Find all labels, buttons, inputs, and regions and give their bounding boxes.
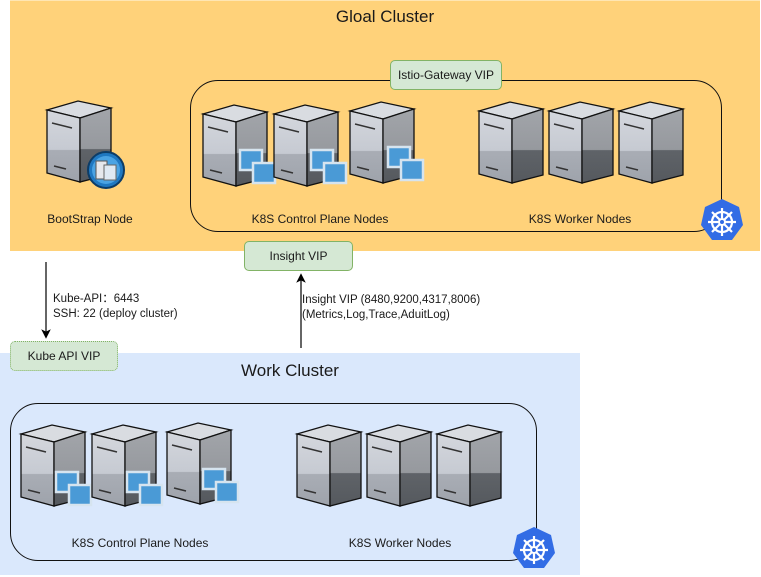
vm-icon <box>125 470 165 510</box>
global-worker-node-1[interactable] <box>476 97 546 187</box>
istio-gateway-vip[interactable]: Istio-Gateway VIP <box>390 60 502 90</box>
bootstrap-node-label: BootStrap Node <box>47 212 133 226</box>
work-k8s-group <box>10 403 537 561</box>
work-worker-node-2[interactable] <box>364 420 434 510</box>
insight-ports-text: Insight VIP (8480,9200,4317,8006) <box>302 294 481 306</box>
work-control-plane-label: K8S Control Plane Nodes <box>71 536 209 550</box>
ssh-port-text: SSH: 22 (deploy cluster) <box>53 308 178 320</box>
global-worker-label: K8S Worker Nodes <box>528 212 632 226</box>
work-worker-node-3[interactable] <box>434 420 504 510</box>
kube-api-port-text: Kube-API：6443 <box>53 293 140 305</box>
vm-icon <box>54 470 94 510</box>
insight-edge-label: Insight VIP (8480,9200,4317,8006) (Metri… <box>302 293 480 323</box>
global-worker-node-2[interactable] <box>546 97 616 187</box>
kube-api-vip[interactable]: Kube API VIP <box>10 341 118 371</box>
vm-icon <box>201 467 241 507</box>
global-cluster-title: Gloal Cluster <box>335 7 435 26</box>
work-worker-label: K8S Worker Nodes <box>348 536 452 550</box>
work-cluster-title: Work Cluster <box>241 361 339 380</box>
insight-signals-text: (Metrics,Log,Trace,AduitLog) <box>302 309 450 321</box>
kubernetes-icon <box>511 526 557 572</box>
vm-icon <box>386 145 426 185</box>
kubernetes-icon <box>699 198 745 244</box>
insight-vip[interactable]: Insight VIP <box>244 241 353 271</box>
vm-icon <box>309 148 349 188</box>
global-control-plane-label: K8S Control Plane Nodes <box>251 212 389 226</box>
desktop-badge-icon <box>86 150 126 190</box>
bootstrap-edge-label: Kube-API：6443 SSH: 22 (deploy cluster) <box>53 292 178 322</box>
global-worker-node-3[interactable] <box>616 97 686 187</box>
work-worker-node-1[interactable] <box>294 420 364 510</box>
